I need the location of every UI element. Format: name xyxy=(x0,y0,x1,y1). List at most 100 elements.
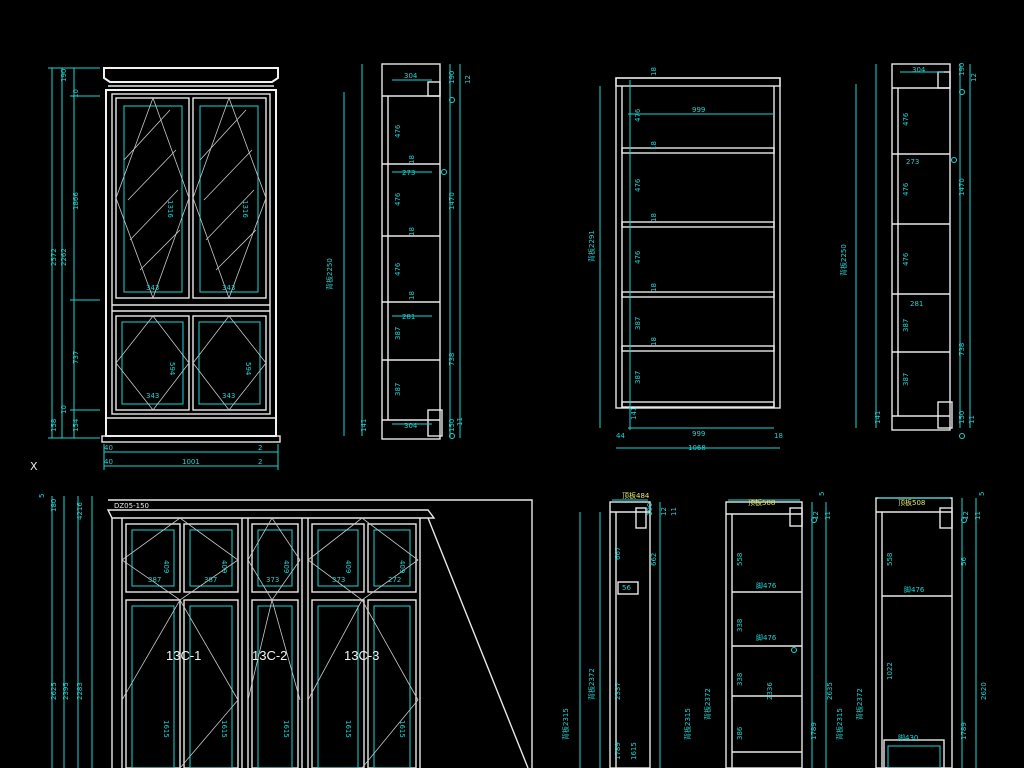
left-dim: 2283 xyxy=(76,682,84,700)
height-dim: 2572 xyxy=(50,248,58,266)
width-dim: 40 xyxy=(104,444,113,452)
height-dim: 737 xyxy=(72,351,80,364)
unit-label: 13C-2 xyxy=(252,648,287,663)
left-dim: 5 xyxy=(38,494,46,498)
shelf-dim: 476 xyxy=(634,250,642,264)
width-total-dim: 1001 xyxy=(182,458,200,466)
section-dim: 558 xyxy=(736,553,744,566)
back-label: 背板2372 xyxy=(703,688,712,720)
inner-dim: 476 xyxy=(902,182,910,196)
door-dim-label: 594 xyxy=(168,362,176,376)
side-dim: 5 xyxy=(818,492,826,496)
upper-dim: 409 xyxy=(344,560,352,573)
side-dim: 11 xyxy=(968,415,976,424)
inner-dim: 273 xyxy=(402,169,415,177)
side-dim: 12 xyxy=(464,75,472,84)
section-dim: 1615 xyxy=(630,742,638,760)
wardrobe-section-view-2: 顶板508 脚476 脚476 背板2315 背板2372 558 338 33… xyxy=(683,492,834,768)
width-dim: 373 xyxy=(332,576,345,584)
height-dim: 10 xyxy=(72,89,80,98)
side-dim: 190 xyxy=(958,63,966,76)
side-dim: 1470 xyxy=(448,192,456,210)
height-dim: 2262 xyxy=(60,248,68,266)
axis-mark: X xyxy=(30,460,38,473)
width-dim: 2 xyxy=(258,444,262,452)
height-dim: 1866 xyxy=(72,192,80,210)
door-dim-label: 343 xyxy=(222,284,235,292)
inner-dim: 476 xyxy=(394,124,402,138)
section-dim: 1022 xyxy=(886,662,894,680)
inner-label: 脚476 xyxy=(756,581,777,590)
inner-dim: 281 xyxy=(402,313,415,321)
shelf-dim: 18 xyxy=(650,213,658,222)
side-dim: 150 xyxy=(448,419,456,432)
shelf-dim: 387 xyxy=(634,371,642,384)
back-label: 背板2372 xyxy=(855,688,864,720)
section-dim: 338 xyxy=(736,619,744,632)
lower-dim: 1615 xyxy=(398,720,406,738)
section-dim: 2336 xyxy=(766,682,774,700)
top-panel-label: 顶板508 xyxy=(898,498,925,507)
inner-dim: 387 xyxy=(394,383,402,396)
side-dim: 12 xyxy=(812,511,820,520)
top-panel-label: 顶板508 xyxy=(748,498,775,507)
top-width-dim: 304 xyxy=(404,72,418,80)
back-label: 背板2372 xyxy=(587,668,596,700)
wardrobe-section-view-1: 顶板484 背板2315 背板2372 2337 1789 1615 667 6… xyxy=(561,491,678,768)
side-dim: 12 xyxy=(970,73,978,82)
section-dim: 56 xyxy=(960,557,968,566)
left-dim: 2395 xyxy=(62,682,70,700)
inner-label: 脚430 xyxy=(898,733,918,742)
inner-dim: 476 xyxy=(902,112,910,126)
unit-label: 13C-1 xyxy=(166,648,201,663)
door-dim-label: 343 xyxy=(222,392,235,400)
inner-dim: 387 xyxy=(394,327,402,340)
door-dim-label: 343 xyxy=(146,392,159,400)
width-dim: 387 xyxy=(204,576,217,584)
section-dim: 2635 xyxy=(826,682,834,700)
upper-dim: 409 xyxy=(398,560,406,573)
left-dim: 4216 xyxy=(76,502,84,520)
left-dim: 141 xyxy=(874,411,882,424)
side-dim: 141 xyxy=(630,407,638,420)
open-shelf-elevation: 999 999 1068 476 476 476 387 387 18 18 1… xyxy=(587,67,783,452)
side-dim: 11 xyxy=(670,507,678,516)
side-dim: 738 xyxy=(958,343,966,356)
shelf-dim: 387 xyxy=(634,317,642,330)
door-dim-label: 1316 xyxy=(241,200,249,218)
section-dim: 662 xyxy=(650,553,658,566)
door-dim-label: 594 xyxy=(244,362,252,376)
back-label: 背板2315 xyxy=(835,708,844,740)
height-dim: 154 xyxy=(72,418,80,432)
lower-dim: 1615 xyxy=(344,720,352,738)
total-width-dim: 1068 xyxy=(688,444,706,452)
section-dim: 1789 xyxy=(614,742,622,760)
back-panel-label: 背板2250 xyxy=(325,258,334,290)
inner-dim: 18 xyxy=(408,227,416,236)
door-dim-label: 343 xyxy=(146,284,159,292)
lower-dim: 1615 xyxy=(162,720,170,738)
inner-dim: 18 xyxy=(408,155,416,164)
left-dim: 180 xyxy=(50,499,58,512)
side-dim: 11 xyxy=(456,417,464,426)
left-dim: 2625 xyxy=(50,682,58,700)
side-dim: 18 xyxy=(774,432,783,440)
height-dim: 190 xyxy=(60,69,68,82)
width-dim: 387 xyxy=(148,576,161,584)
side-dim: 150 xyxy=(958,411,966,424)
inner-dim: 387 xyxy=(902,319,910,332)
side-dim: 12 xyxy=(660,507,668,516)
back-panel-label: 背板2291 xyxy=(587,230,596,262)
section-dim: 1789 xyxy=(810,722,818,740)
inner-label: 脚476 xyxy=(904,585,925,594)
height-dim: 10 xyxy=(60,405,68,414)
upper-dim: 409 xyxy=(220,560,228,573)
wardrobe-header: DZ05-150 xyxy=(114,502,149,510)
inner-dim: 476 xyxy=(902,252,910,266)
lower-dim: 1615 xyxy=(282,720,290,738)
inner-dim: 387 xyxy=(902,373,910,386)
section-dim: 386 xyxy=(736,726,744,740)
wardrobe-front-elevation: DZ05-150 13C-1 13C-2 13C-3 409 409 409 4… xyxy=(38,494,533,768)
section-dim: 667 xyxy=(614,547,622,560)
